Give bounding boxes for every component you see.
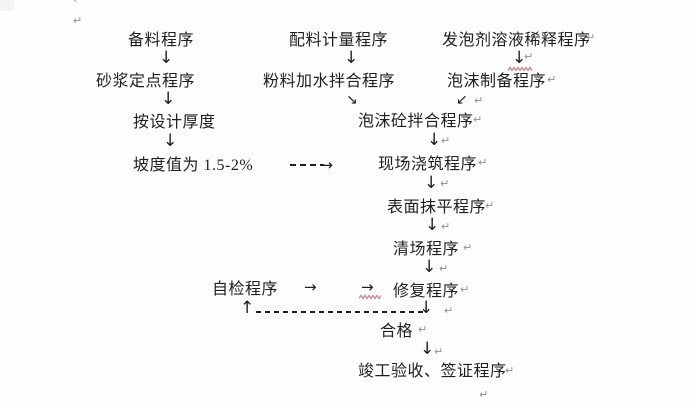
paragraph-mark: ↵: [479, 388, 489, 401]
paragraph-mark: ↵: [524, 50, 534, 63]
paragraph-mark: ↵: [440, 177, 450, 190]
paragraph-mark: ↵: [505, 364, 515, 377]
paragraph-mark: ↵: [473, 113, 483, 126]
feedback-dashed-line: [256, 311, 424, 313]
flow-node-paomo-zhibei: 泡沫制备程序: [447, 73, 547, 90]
down-arrow: ↓: [425, 215, 440, 235]
dashed-arrow-head: →: [320, 156, 333, 174]
paragraph-mark: ↵: [478, 156, 488, 169]
diag-down-right-arrow: ↘: [346, 92, 358, 108]
spellcheck-squiggle: [359, 294, 381, 300]
flow-node-fenliao-banhe: 粉料加水拌合程序: [263, 73, 396, 90]
flow-node-an-sheji-houdu: 按设计厚度: [133, 114, 216, 131]
paragraph-mark: ↵: [460, 283, 470, 296]
down-arrow: ↓: [161, 89, 176, 109]
paragraph-mark: ↵: [586, 31, 596, 44]
down-arrow: ↓: [419, 298, 434, 318]
down-arrow: ↓: [427, 130, 442, 150]
flow-node-podu-zhi: 坡度值为 1.5-2%: [133, 157, 254, 174]
diag-down-left-arrow: ↙: [456, 92, 468, 108]
paragraph-mark: ↵: [547, 73, 557, 86]
paragraph-mark: ↵: [444, 304, 454, 317]
right-arrow: →: [304, 278, 317, 296]
down-arrow: ↓: [422, 257, 437, 277]
page-corner-artifact: [0, 0, 14, 11]
flow-node-biaomian-moping: 表面抹平程序: [387, 199, 487, 216]
down-arrow: ↓: [512, 48, 527, 68]
paragraph-mark: ↵: [73, 14, 83, 27]
flow-node-peiliao-jiliang: 配料计量程序: [289, 32, 389, 49]
flow-node-shajiang-dingdian: 砂浆定点程序: [96, 73, 196, 90]
down-arrow: ↓: [163, 131, 178, 151]
flow-node-zijian: 自检程序: [212, 281, 279, 298]
down-arrow: ↓: [159, 48, 174, 68]
paragraph-mark: ↵: [474, 94, 484, 107]
flow-node-beiliao: 备料程序: [128, 32, 195, 49]
paragraph-mark: ↵: [434, 345, 444, 358]
flow-node-xiufu: 修复程序: [393, 283, 460, 300]
paragraph-mark: ↵: [441, 134, 451, 147]
spellcheck-squiggle: [508, 66, 532, 72]
flow-node-hege: 合格: [380, 323, 414, 340]
flow-node-paomotong-banhe: 泡沫砼拌合程序: [358, 113, 474, 130]
right-arrow: →: [361, 278, 374, 296]
flow-node-xianchang-jiaozhu: 现场浇筑程序: [378, 156, 478, 173]
flow-node-jungong-yanshou: 竣工验收、签证程序: [358, 363, 507, 380]
down-arrow: ↓: [344, 48, 359, 68]
down-arrow: ↓: [424, 173, 439, 193]
dashed-arrow-shaft: [290, 164, 325, 166]
paragraph-mark: ↵: [485, 199, 495, 212]
paragraph-mark: ↵: [439, 262, 449, 275]
paragraph-mark: ↵: [441, 220, 451, 233]
paragraph-mark: ↵: [418, 323, 428, 336]
flow-node-fapaoji-xishi: 发泡剂溶液稀释程序: [442, 32, 591, 49]
paragraph-mark: ↵: [73, 0, 82, 5]
paragraph-mark: ↵: [463, 241, 473, 254]
flow-node-qingchang: 清场程序: [393, 241, 460, 258]
dashed-right-arrow: →: [290, 156, 333, 174]
down-arrow: ↓: [420, 339, 435, 359]
up-arrow: ↑: [240, 298, 255, 318]
